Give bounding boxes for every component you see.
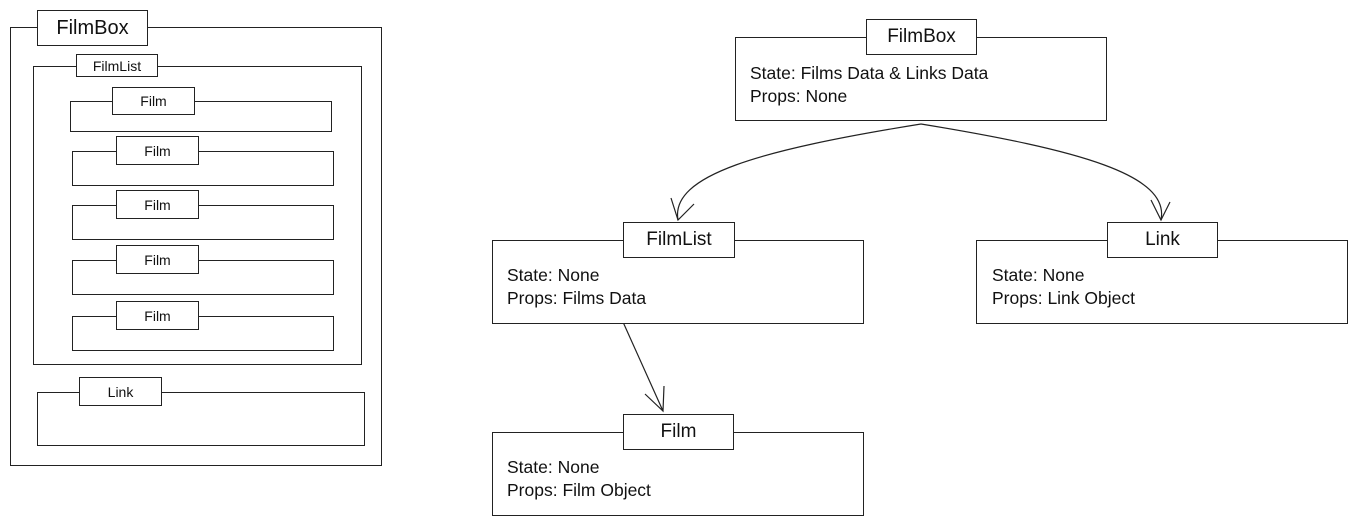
filmbox-tab: FilmBox [37, 10, 148, 46]
edge-filmbox-link [920, 123, 1163, 221]
edge-filmlist-film [622, 321, 664, 412]
film-tab: Film [116, 301, 199, 330]
film-container [72, 205, 334, 240]
node-film-title: Film [623, 414, 734, 450]
edge-filmbox-filmlist [676, 123, 922, 221]
node-filmbox-text: State: Films Data & Links Data Props: No… [750, 62, 988, 108]
filmlist-tab: FilmList [76, 54, 158, 77]
film-container [72, 151, 334, 186]
film-tab: Film [116, 136, 199, 165]
link-tab: Link [79, 377, 162, 406]
node-link-props: Props: Link Object [992, 288, 1135, 308]
node-link-state: State: None [992, 265, 1085, 285]
node-film-text: State: None Props: Film Object [507, 456, 651, 502]
node-filmbox-state: State: Films Data & Links Data [750, 63, 989, 83]
arrowhead-filmlist [670, 197, 695, 222]
arrowhead-film [644, 385, 665, 413]
node-filmlist-title: FilmList [623, 222, 735, 258]
film-tab: Film [112, 87, 195, 115]
film-tab: Film [116, 245, 199, 274]
film-tab: Film [116, 190, 199, 219]
node-link-title: Link [1107, 222, 1218, 258]
film-container [72, 316, 334, 351]
node-filmlist-state: State: None [507, 265, 600, 285]
film-container [72, 260, 334, 295]
node-filmbox-title: FilmBox [866, 19, 977, 55]
node-filmbox-props: Props: None [750, 86, 848, 106]
node-filmlist-props: Props: Films Data [507, 288, 647, 308]
node-film-state: State: None [507, 457, 600, 477]
node-filmlist-text: State: None Props: Films Data [507, 264, 646, 310]
node-link-text: State: None Props: Link Object [992, 264, 1135, 310]
arrowhead-link [1150, 199, 1171, 222]
node-film-props: Props: Film Object [507, 480, 651, 500]
